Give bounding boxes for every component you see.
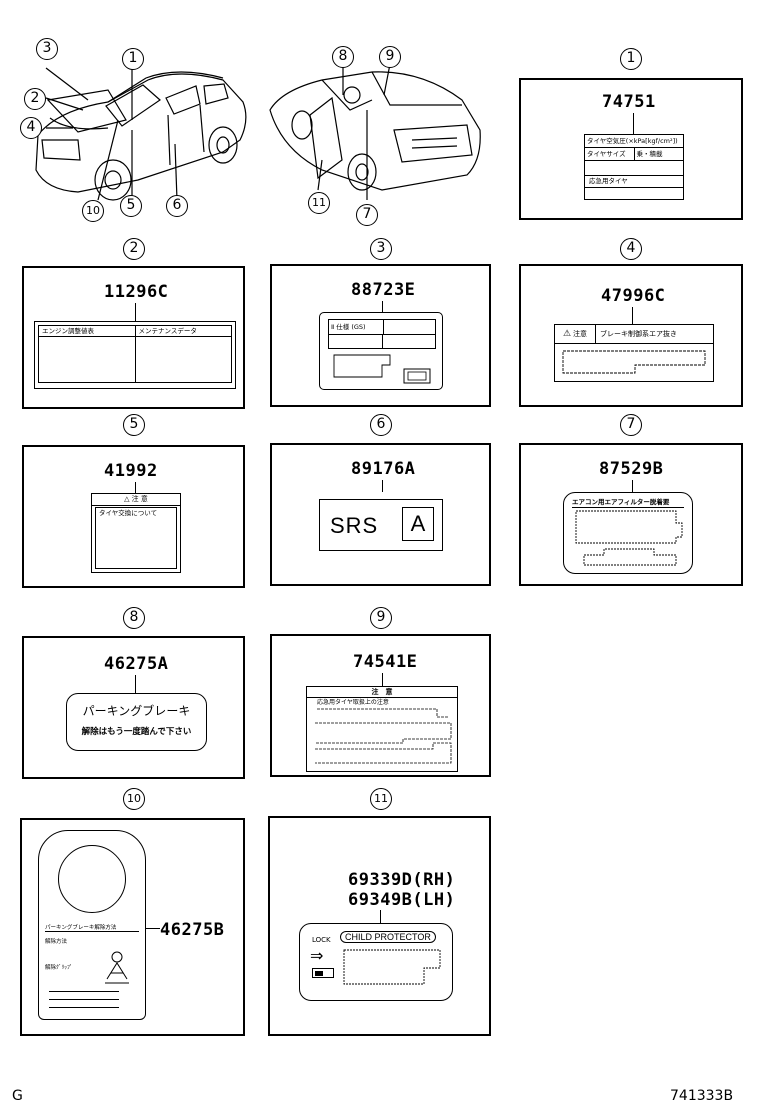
lock-switch-icon bbox=[312, 968, 334, 978]
label-panel-1: 74751 タイヤ空気圧(×kPa[kgf/cm²]) タイヤサイズ 乗・積載 … bbox=[519, 78, 743, 220]
callout-3-header: 3 bbox=[370, 238, 392, 260]
callout-4-header: 4 bbox=[620, 238, 642, 260]
label-9-header: 注 意 bbox=[307, 687, 457, 698]
label-6-sticker: SRS A bbox=[319, 499, 443, 551]
label-4-text: ブレーキ制御系エア抜き bbox=[600, 330, 677, 338]
callout-5-header: 5 bbox=[123, 414, 145, 436]
label-4-caution: 注意 bbox=[573, 330, 588, 338]
label-1-row1: タイヤ空気圧(×kPa[kgf/cm²]) bbox=[585, 135, 683, 148]
part-number-7: 87529B bbox=[599, 459, 664, 479]
part-number-5: 41992 bbox=[104, 461, 158, 481]
label-10-row2: 解除方法 bbox=[45, 939, 68, 945]
callout-11-header: 11 bbox=[370, 788, 392, 810]
callout-6-header: 6 bbox=[370, 414, 392, 436]
warning-triangle-icon: ⚠ bbox=[562, 329, 572, 339]
part-number-11-lh: 69349B(LH) bbox=[348, 890, 456, 910]
label-4-sticker: ⚠ 注意 ブレーキ制御系エア抜き bbox=[554, 324, 714, 382]
part-number-10: 46275B bbox=[160, 920, 225, 940]
label-10-hang-tag: パーキングブレーキ解除方法 解除方法 解除ｸﾞﾘｯﾌﾟ bbox=[38, 830, 146, 1020]
label-2-sticker: エンジン調整値表 メンテナンスデータ bbox=[34, 321, 236, 389]
label-6-a-box: A bbox=[402, 507, 434, 541]
label-11-title: CHILD PROTECTOR bbox=[340, 931, 436, 943]
label-1-sticker: タイヤ空気圧(×kPa[kgf/cm²]) タイヤサイズ 乗・積載 応急用タイヤ bbox=[584, 134, 684, 200]
label-panel-11: 69339D(RH) 69349B(LH) LOCK CHILD PROTECT… bbox=[268, 816, 491, 1036]
label-1-row2a: タイヤサイズ bbox=[585, 148, 635, 160]
callout-3: 3 bbox=[36, 38, 58, 60]
callout-2-header: 2 bbox=[123, 238, 145, 260]
callout-8-header: 8 bbox=[123, 607, 145, 629]
callout-8: 8 bbox=[332, 46, 354, 68]
callout-10-header: 10 bbox=[123, 788, 145, 810]
callout-1-header: 1 bbox=[620, 48, 642, 70]
callout-9-header: 9 bbox=[370, 607, 392, 629]
label-panel-10: パーキングブレーキ解除方法 解除方法 解除ｸﾞﾘｯﾌﾟ 46275B bbox=[20, 818, 245, 1036]
label-8-sticker: パーキングブレーキ 解除はもう一度踏んで下さい bbox=[66, 693, 207, 751]
label-9-sub: 応急用タイヤ取扱上の注意 bbox=[317, 699, 389, 706]
car-rear-view-illustration bbox=[269, 63, 481, 200]
car-front-view-illustration bbox=[35, 67, 247, 201]
label-5-sticker: △ 注 意 タイヤ交換について bbox=[91, 493, 181, 573]
label-9-sticker: 注 意 応急用タイヤ取扱上の注意 bbox=[306, 686, 458, 772]
label-panel-5: 41992 △ 注 意 タイヤ交換について bbox=[22, 445, 245, 588]
part-number-2: 11296C bbox=[104, 282, 169, 302]
label-6-srs: SRS bbox=[330, 513, 379, 538]
callout-11: 11 bbox=[308, 192, 330, 214]
label-2-left-header: エンジン調整値表 bbox=[39, 326, 135, 337]
label-8-line1: パーキングブレーキ bbox=[82, 704, 191, 718]
label-10-row1: パーキングブレーキ解除方法 bbox=[45, 923, 139, 932]
callout-7-header: 7 bbox=[620, 414, 642, 436]
label-2-right-header: メンテナンスデータ bbox=[135, 326, 231, 337]
label-8-line2: 解除はもう一度踏んで下さい bbox=[81, 727, 192, 737]
callout-5: 5 bbox=[120, 195, 142, 217]
label-3-sticker: Ⅱ 仕様 (GS) bbox=[319, 312, 443, 390]
part-number-6: 89176A bbox=[351, 459, 416, 479]
label-7-sticker: エアコン用エアフィルター脱着要 bbox=[563, 492, 693, 574]
label-1-row4: 応急用タイヤ bbox=[585, 176, 683, 188]
label-panel-7: 87529B エアコン用エアフィルター脱着要 bbox=[519, 443, 743, 586]
label-1-row2b: 乗・積載 bbox=[636, 150, 663, 158]
footer-right-code: 741333B bbox=[670, 1088, 734, 1104]
part-number-4: 47996C bbox=[601, 286, 666, 306]
callout-10: 10 bbox=[82, 200, 104, 222]
callout-1: 1 bbox=[122, 48, 144, 70]
label-panel-2: 11296C エンジン調整値表 メンテナンスデータ bbox=[22, 266, 245, 409]
label-10-hole bbox=[58, 845, 126, 913]
label-panel-6: 89176A SRS A bbox=[270, 443, 491, 586]
part-number-3: 88723E bbox=[351, 280, 416, 300]
label-panel-9: 74541E 注 意 応急用タイヤ取扱上の注意 bbox=[270, 634, 491, 777]
label-11-sticker: LOCK CHILD PROTECTOR ⇒ bbox=[299, 923, 453, 1001]
callout-2: 2 bbox=[24, 88, 46, 110]
footer-left-code: G bbox=[12, 1088, 23, 1104]
label-3-row: Ⅱ 仕様 (GS) bbox=[329, 320, 384, 334]
callout-6: 6 bbox=[166, 195, 188, 217]
label-panel-8: 46275A パーキングブレーキ 解除はもう一度踏んで下さい bbox=[22, 636, 245, 779]
part-number-1: 74751 bbox=[602, 92, 656, 112]
callout-9: 9 bbox=[379, 46, 401, 68]
label-5-text: タイヤ交換について bbox=[99, 509, 158, 517]
callout-7: 7 bbox=[356, 204, 378, 226]
part-number-8: 46275A bbox=[104, 654, 169, 674]
callout-4: 4 bbox=[20, 117, 42, 139]
part-number-9: 74541E bbox=[353, 652, 418, 672]
part-number-11-rh: 69339D(RH) bbox=[348, 870, 456, 890]
label-panel-3: 88723E Ⅱ 仕様 (GS) bbox=[270, 264, 491, 407]
label-5-caution: △ 注 意 bbox=[92, 494, 180, 506]
label-10-row3: 解除ｸﾞﾘｯﾌﾟ bbox=[45, 965, 73, 971]
label-11-lock: LOCK bbox=[312, 936, 331, 944]
arrow-right-icon: ⇒ bbox=[310, 946, 324, 965]
label-10-pedal-illustration bbox=[105, 951, 129, 984]
label-7-header: エアコン用エアフィルター脱着要 bbox=[572, 498, 684, 508]
label-panel-4: 47996C ⚠ 注意 ブレーキ制御系エア抜き bbox=[519, 264, 743, 407]
